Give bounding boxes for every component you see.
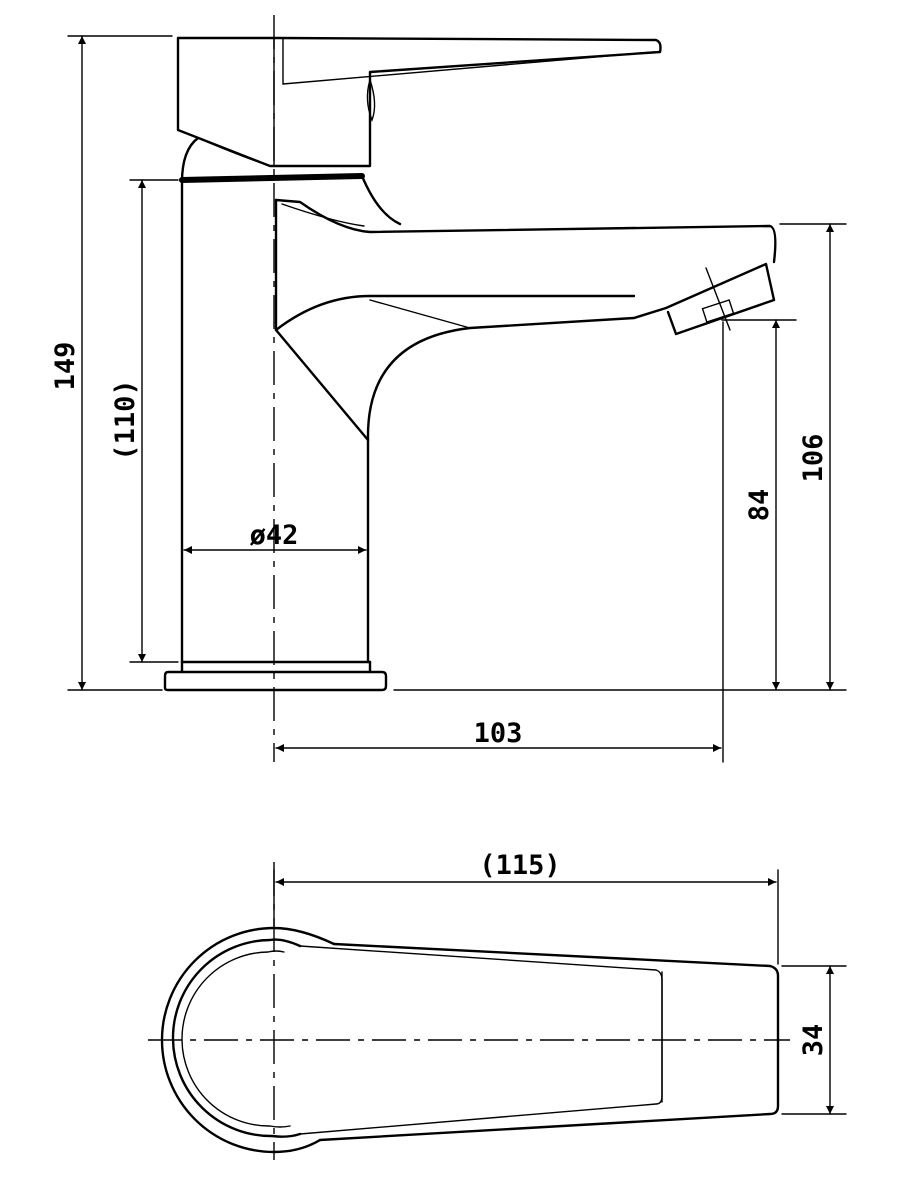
handle-front-curve [197, 137, 271, 167]
top-view [148, 862, 790, 1160]
spout-underside-line [369, 299, 471, 329]
top-body-ring [181, 950, 291, 1128]
dim-42-label: ø42 [250, 520, 299, 551]
spout-top-edge [274, 198, 777, 264]
spout-bottom-edge [274, 294, 636, 332]
dim-34-label: 34 [798, 1024, 829, 1057]
dim-115-label: (115) [479, 850, 560, 881]
spout-inner-curve [366, 316, 636, 442]
side-view [163, 15, 797, 762]
spout-inner-top [281, 203, 365, 227]
spout-lower-curve [274, 328, 370, 442]
top-lever-outer [318, 942, 780, 1142]
dim-149-label: 149 [50, 342, 81, 391]
aerator [632, 262, 776, 336]
dim-103-label: 103 [474, 718, 523, 749]
side-dimensions: 149 (110) ø42 84 106 103 [50, 35, 847, 763]
cartridge-detail [366, 79, 376, 122]
body-collar [179, 173, 365, 183]
top-body-inner [171, 938, 302, 1138]
collar-right-curve [360, 174, 402, 226]
dim-106-label: 106 [798, 434, 829, 483]
handle-block [176, 36, 662, 168]
body-shoulder [180, 136, 200, 184]
top-body-outer [160, 926, 336, 1154]
base-plate [163, 670, 388, 692]
dim-110-label: (110) [110, 379, 141, 460]
handle-lever-underside [282, 51, 655, 85]
aerator-slot [701, 299, 735, 323]
dim-84-label: 84 [744, 489, 775, 522]
top-dimensions: (115) 34 [273, 850, 847, 1115]
